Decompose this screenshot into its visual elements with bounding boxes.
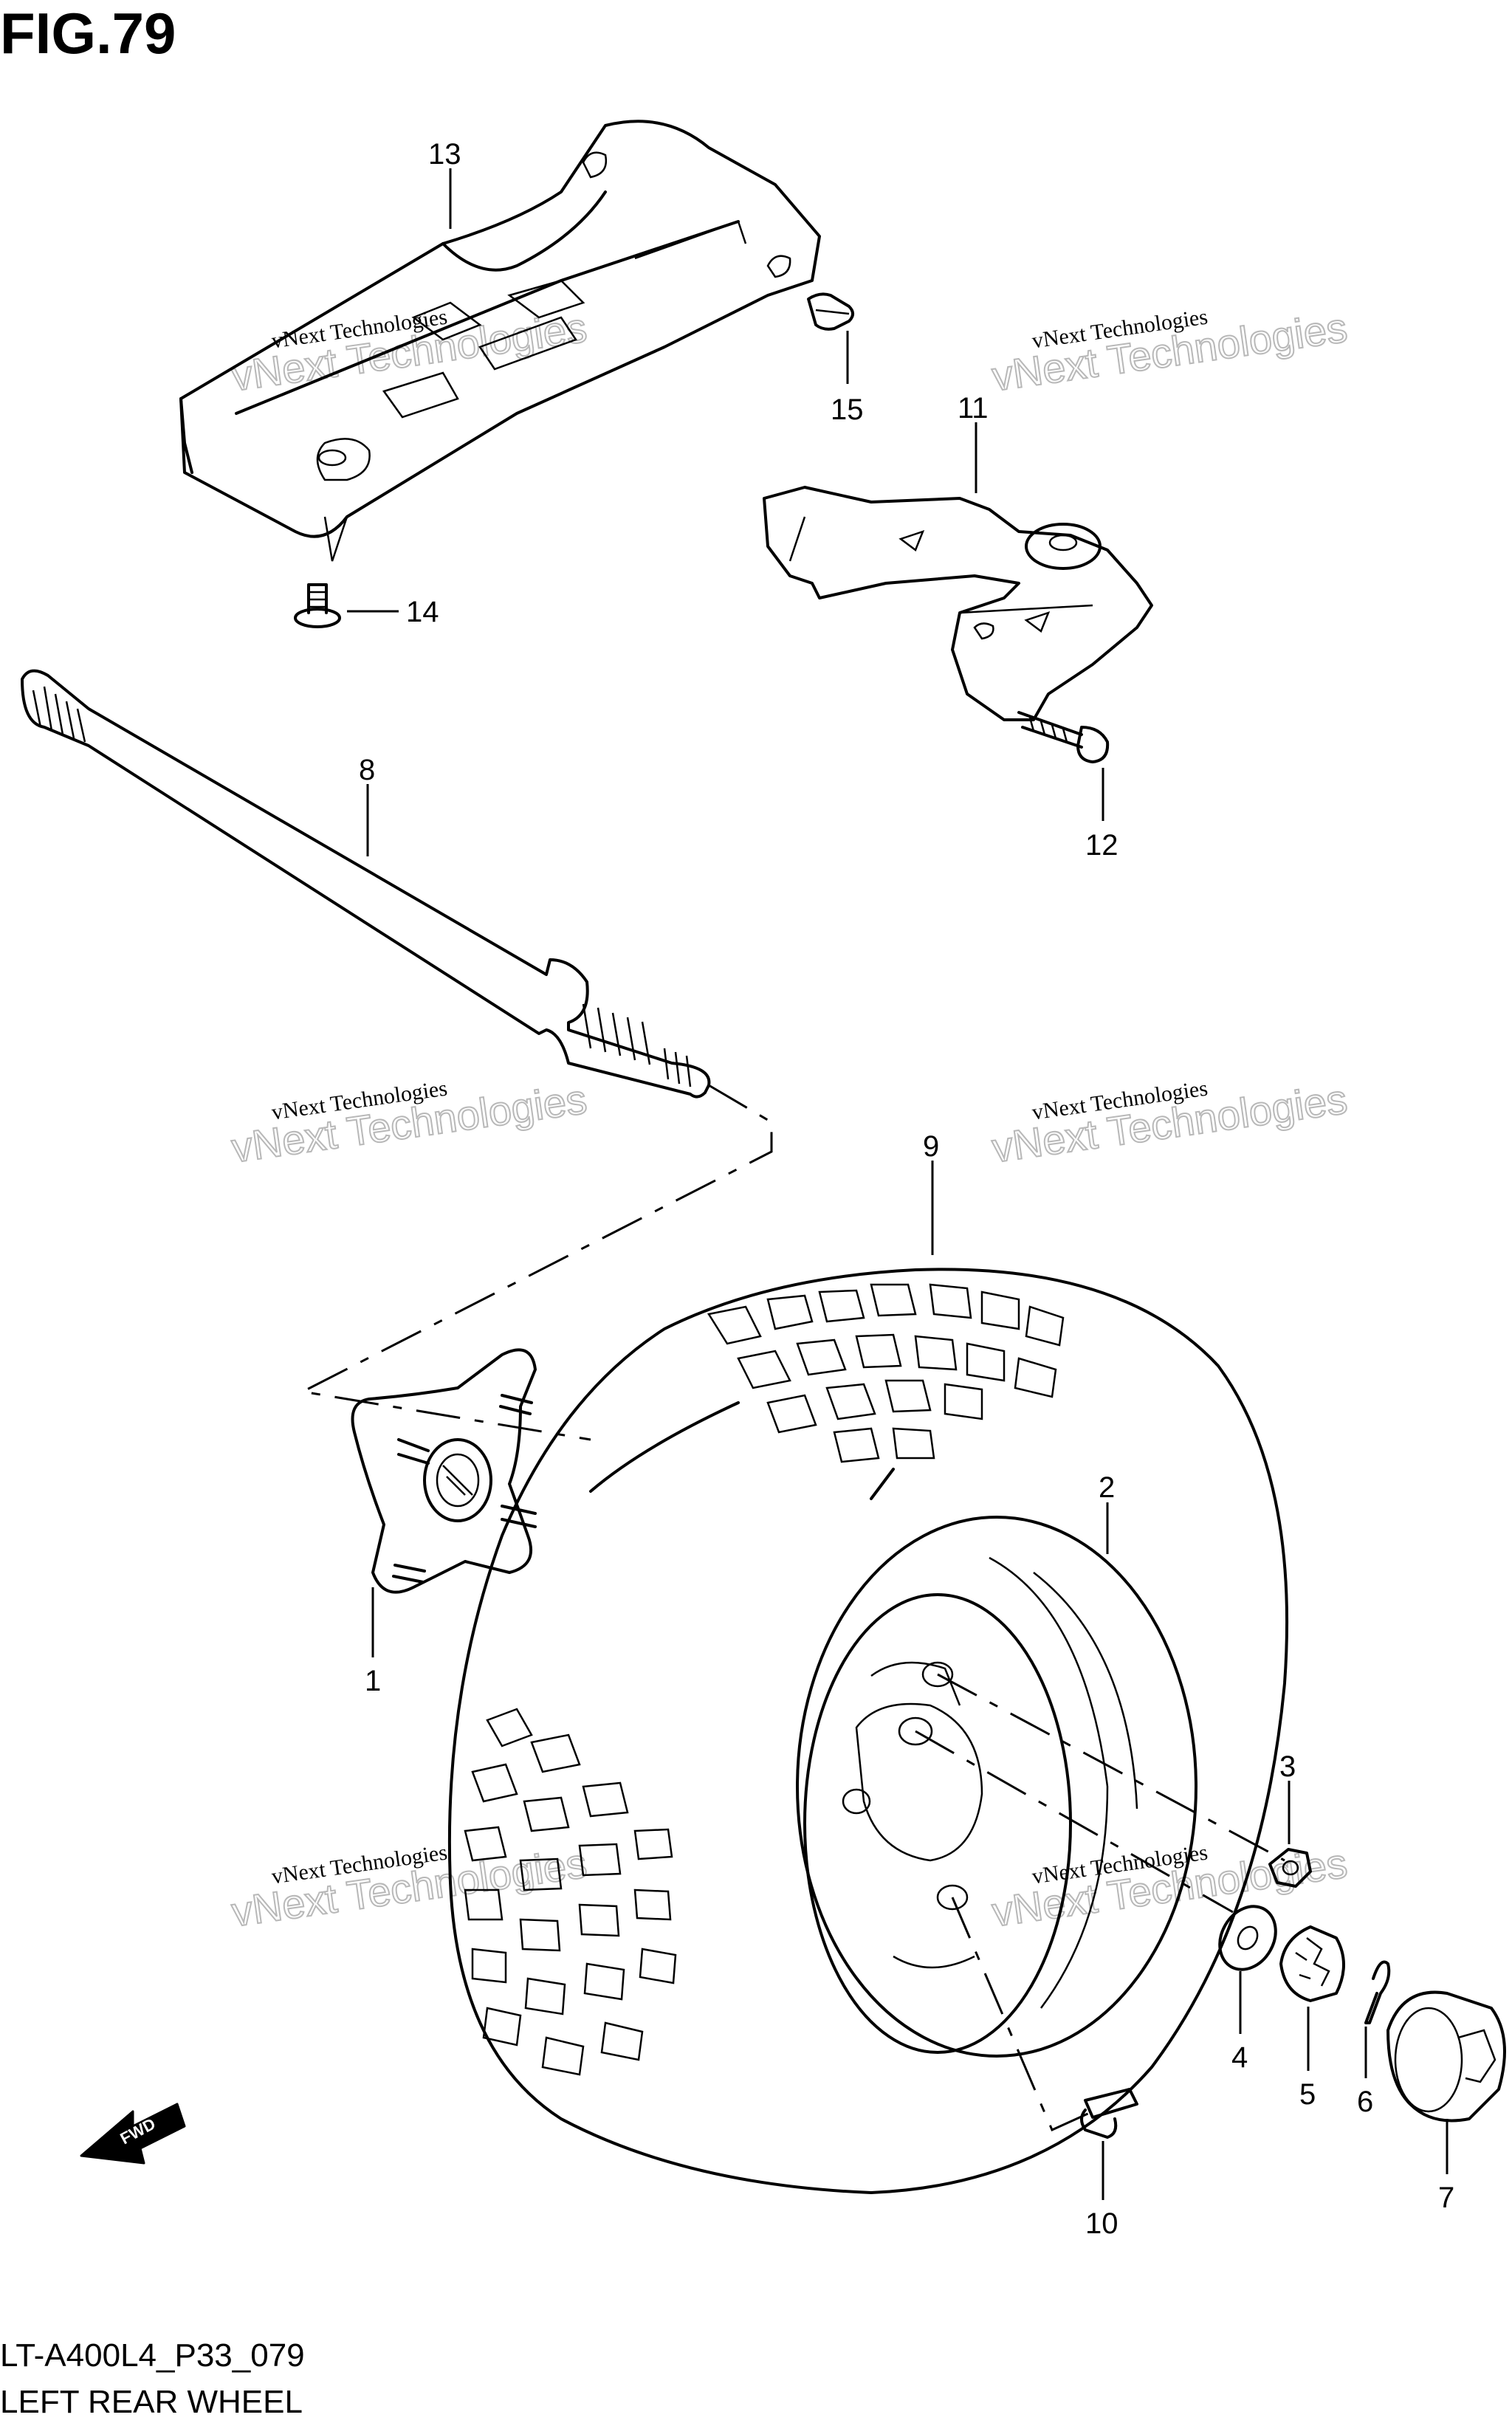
watermark: vNext Technologies vNext Technologies	[228, 1839, 591, 1936]
washer	[1218, 1905, 1277, 1971]
guard-bolt-lower	[294, 583, 341, 628]
wheel-hub	[351, 1348, 537, 1594]
wheel-nut	[1268, 1848, 1312, 1888]
callout-8: 8	[359, 754, 375, 786]
callout-15: 15	[831, 393, 864, 426]
callout-12: 12	[1085, 829, 1118, 862]
watermark: vNext Technologies vNext Technologies	[989, 1839, 1351, 1936]
guard-bolt	[807, 292, 854, 331]
watermark: vNext Technologies vNext Technologies	[989, 303, 1351, 401]
watermark: vNext Technologies vNext Technologies	[228, 1075, 591, 1172]
castle-nut	[1279, 1925, 1345, 2002]
callout-14: 14	[406, 596, 439, 628]
callout-1: 1	[365, 1665, 381, 1697]
assembly-line	[299, 1084, 773, 1441]
callout-9: 9	[923, 1130, 939, 1163]
callout-3: 3	[1279, 1750, 1296, 1783]
callout-2: 2	[1099, 1471, 1115, 1504]
watermark: vNext Technologies vNext Technologies	[989, 1075, 1351, 1172]
figure-title: FIG.79	[0, 1, 176, 66]
figure-code: LT-A400L4_P33_079	[0, 2337, 305, 2374]
skid-plate-guard	[179, 120, 821, 562]
hub-cap	[1386, 1990, 1506, 2123]
callout-10: 10	[1085, 2207, 1118, 2240]
assembly-line	[937, 1673, 1285, 1862]
bracket-bolt	[1017, 711, 1110, 763]
callout-6: 6	[1357, 2086, 1373, 2118]
callout-4: 4	[1231, 2041, 1248, 2074]
cotter-pin	[1364, 1960, 1391, 2024]
bracket	[763, 486, 1153, 721]
tire	[447, 1268, 1289, 2194]
figure-caption: LEFT REAR WHEEL	[0, 2384, 303, 2420]
assembly-line	[915, 1730, 1234, 1914]
callout-group: 13 15 11 14 8 12 9 2 1 3 4 5 6 7 10	[359, 138, 1454, 2240]
rear-axle-shaft	[21, 669, 711, 1099]
callout-5: 5	[1299, 2078, 1316, 2111]
valve	[1080, 2088, 1138, 2139]
callout-11: 11	[958, 392, 989, 425]
rim	[796, 1516, 1197, 2058]
callout-7: 7	[1438, 2182, 1454, 2214]
fwd-arrow-icon: FWD	[80, 2103, 186, 2165]
callout-13: 13	[428, 138, 461, 171]
assembly-line	[951, 1897, 1093, 2131]
